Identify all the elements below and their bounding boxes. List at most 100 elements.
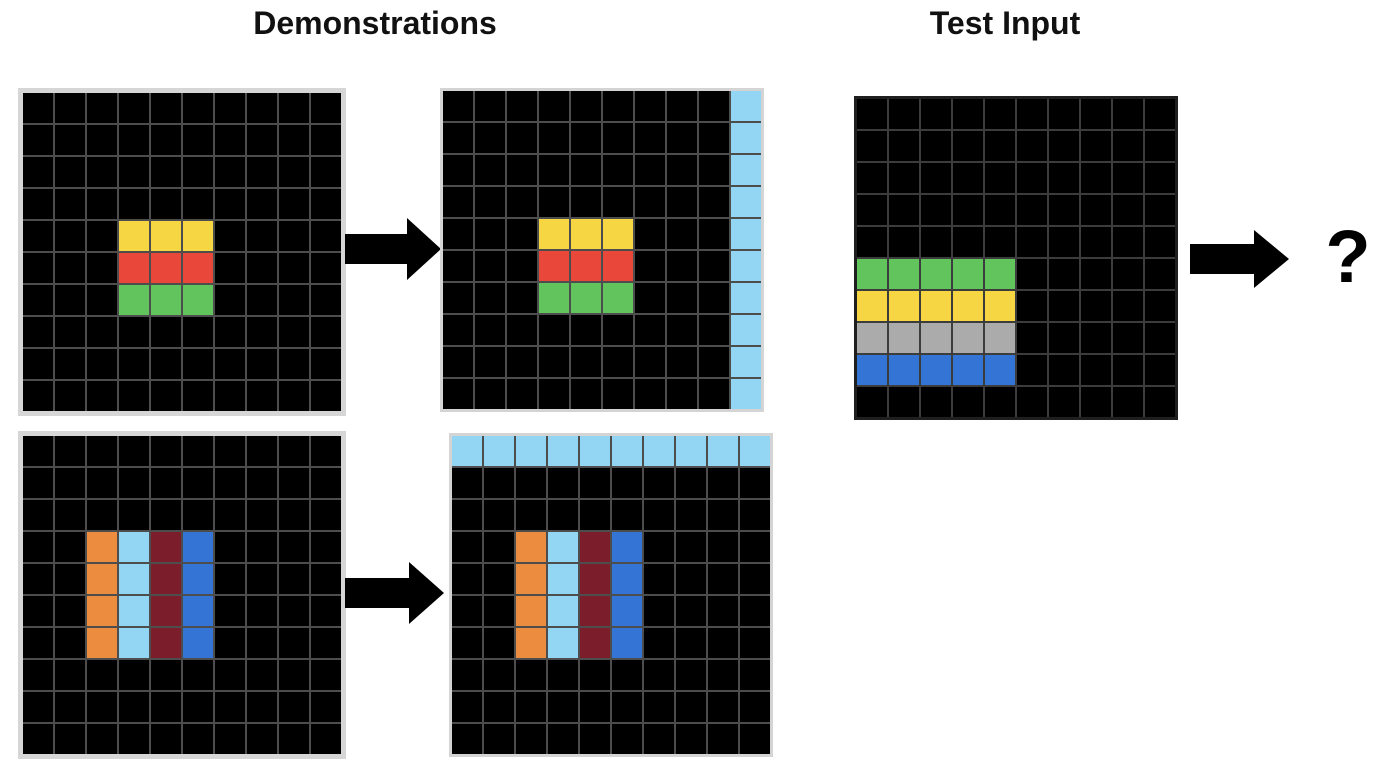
grid-cell <box>857 323 887 353</box>
grid-cell <box>215 349 245 379</box>
grid-cell <box>215 468 245 498</box>
grid-cell <box>571 155 601 185</box>
grid-cell <box>857 131 887 161</box>
grid-cell <box>279 125 309 155</box>
grid-cell <box>23 628 53 658</box>
grid-cell <box>708 596 738 626</box>
grid-cell <box>731 315 761 345</box>
grid-cell <box>612 660 642 690</box>
grid-cell <box>452 532 482 562</box>
grid-cell <box>1113 355 1143 385</box>
grid-cell <box>1081 163 1111 193</box>
grid-cell <box>699 379 729 409</box>
grid-cell <box>215 500 245 530</box>
grid-cell <box>953 355 983 385</box>
grid-cell <box>55 285 85 315</box>
grid-cell <box>676 596 706 626</box>
grid-cell <box>516 692 546 722</box>
grid-cell <box>676 660 706 690</box>
grid-cell <box>1049 259 1079 289</box>
grid-cell <box>119 436 149 466</box>
grid-cell <box>985 99 1015 129</box>
grid-cell <box>667 315 697 345</box>
grid-cell <box>87 317 117 347</box>
grid-cell <box>731 123 761 153</box>
grid-cell <box>23 660 53 690</box>
grid-cell <box>247 381 277 411</box>
grid-cell <box>676 564 706 594</box>
grid-cell <box>676 724 706 754</box>
grid-cell <box>311 596 341 626</box>
grid-cell <box>215 724 245 754</box>
grid-cell <box>183 285 213 315</box>
grid-cell <box>1049 323 1079 353</box>
grid-cell <box>571 123 601 153</box>
grid-cell <box>1113 387 1143 417</box>
grid-cell <box>119 285 149 315</box>
question-mark: ? <box>1325 215 1371 298</box>
grid-cell <box>484 596 514 626</box>
grid-cell <box>507 219 537 249</box>
grid-cell <box>311 660 341 690</box>
grid-cell <box>516 564 546 594</box>
grid-cell <box>612 436 642 466</box>
grid-cell <box>475 347 505 377</box>
grid-cell <box>539 219 569 249</box>
grid-cell <box>23 157 53 187</box>
grid-cell <box>215 660 245 690</box>
grid-cell <box>475 91 505 121</box>
grid-cell <box>612 724 642 754</box>
grid-cell <box>603 155 633 185</box>
grid-cell <box>475 379 505 409</box>
grid-cell <box>215 157 245 187</box>
grid-cell <box>1113 99 1143 129</box>
grid-cell <box>484 500 514 530</box>
grid-cell <box>151 500 181 530</box>
grid-cell <box>676 628 706 658</box>
grid-cell <box>731 91 761 121</box>
grid-cell <box>311 349 341 379</box>
grid-cell <box>1145 195 1175 225</box>
grid-cell <box>580 596 610 626</box>
grid-cell <box>279 93 309 123</box>
grid-cell <box>247 189 277 219</box>
grid-cell <box>443 219 473 249</box>
demo2-input-grid <box>18 431 346 759</box>
grid-cell <box>699 219 729 249</box>
grid-cell <box>571 91 601 121</box>
grid-cell <box>247 157 277 187</box>
grid-cell <box>612 692 642 722</box>
grid-cell <box>1017 195 1047 225</box>
grid-cell <box>87 157 117 187</box>
grid-cell <box>151 189 181 219</box>
grid-cell <box>548 468 578 498</box>
grid-cell <box>183 381 213 411</box>
grid-cell <box>87 221 117 251</box>
grid-cell <box>311 93 341 123</box>
grid-cell <box>708 532 738 562</box>
grid-cell <box>889 227 919 257</box>
grid-cell <box>507 155 537 185</box>
grid-cell <box>279 724 309 754</box>
grid-cell <box>151 93 181 123</box>
grid-cell <box>676 500 706 530</box>
grid-cell <box>1113 259 1143 289</box>
grid-cell <box>55 660 85 690</box>
grid-cell <box>1145 323 1175 353</box>
grid-cell <box>571 187 601 217</box>
grid-cell <box>667 155 697 185</box>
grid-cell <box>507 187 537 217</box>
grid-cell <box>516 468 546 498</box>
grid-cell <box>119 660 149 690</box>
grid-cell <box>740 500 770 530</box>
grid-cell <box>443 283 473 313</box>
grid-cell <box>55 596 85 626</box>
grid-cell <box>1017 99 1047 129</box>
grid-cell <box>452 628 482 658</box>
grid-cell <box>151 596 181 626</box>
grid-cell <box>740 628 770 658</box>
grid-cell <box>1113 323 1143 353</box>
grid-cell <box>1081 99 1111 129</box>
grid-cell <box>119 317 149 347</box>
grid-cell <box>708 564 738 594</box>
